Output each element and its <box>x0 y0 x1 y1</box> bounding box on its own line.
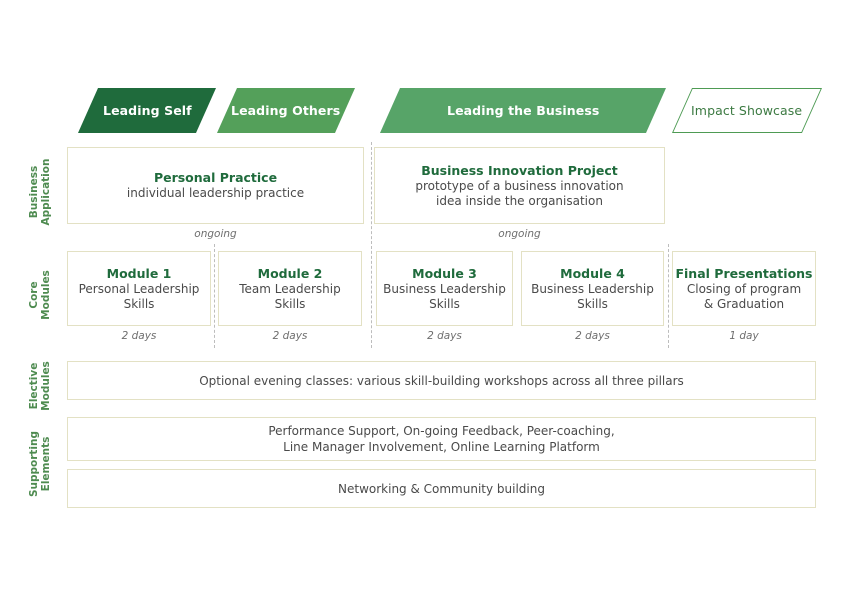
box-subtitle-line1: Personal Leadership <box>78 281 200 296</box>
row-label-line2: Modules <box>40 270 52 320</box>
row-label-line2: Elements <box>40 436 52 492</box>
box-subtitle-line1: Business Leadership <box>531 281 654 296</box>
box-title: Module 4 <box>560 265 625 281</box>
row-label-line1: Core <box>28 281 40 309</box>
caption-duration-module-4: 2 days <box>575 330 610 342</box>
core-module-2[interactable]: Module 2 Team Leadership Skills <box>218 251 362 326</box>
caption-duration-final-presentations: 1 day <box>729 330 759 342</box>
pillar-banner-leading-self[interactable]: Leading Self <box>77 88 217 133</box>
pillar-label: Leading Self <box>102 103 192 118</box>
box-subtitle-line2: Skills <box>429 297 460 311</box>
row-label-line2: Application <box>40 158 52 226</box>
box-subtitle: individual leadership practice <box>126 186 305 201</box>
box-title: Module 1 <box>106 265 172 281</box>
business-application-personal-practice[interactable]: Personal Practice individual leadership … <box>67 147 364 224</box>
supporting-elements-box-2[interactable]: Networking & Community building <box>67 469 816 508</box>
box-subtitle-line2: Skills <box>577 297 608 311</box>
box-subtitle-line2: idea inside the organisation <box>436 194 603 208</box>
box-subtitle-line1: prototype of a business innovation <box>415 178 624 193</box>
business-application-innovation-project[interactable]: Business Innovation Project prototype of… <box>374 147 665 224</box>
box-subtitle-line1: Business Leadership <box>383 281 506 296</box>
divider-others-business <box>371 142 372 348</box>
pillar-label: Leading Others <box>231 103 341 118</box>
core-module-3[interactable]: Module 3 Business Leadership Skills <box>376 251 513 326</box>
core-module-4[interactable]: Module 4 Business Leadership Skills <box>521 251 664 326</box>
box-text-line1: Performance Support, On-going Feedback, … <box>268 424 615 438</box>
caption-ongoing-innovation-project: ongoing <box>498 228 541 240</box>
box-subtitle-line1: Team Leadership <box>239 281 341 296</box>
box-text-line2: Line Manager Involvement, Online Learnin… <box>283 440 600 454</box>
pillar-label: Impact Showcase <box>691 103 803 118</box>
row-label-line1: Supporting <box>28 430 40 498</box>
row-label-line2: Modules <box>40 361 52 411</box>
box-subtitle-line2: & Graduation <box>703 297 785 311</box>
pillar-banner-leading-the-business[interactable]: Leading the Business <box>379 88 667 133</box>
box-subtitle-line1: Closing of program <box>686 281 802 296</box>
divider-business-showcase <box>668 244 669 348</box>
box-subtitle-line2: Skills <box>274 297 306 311</box>
row-label-elective-modules: Elective Modules <box>28 341 52 431</box>
box-title: Personal Practice <box>153 170 278 186</box>
pillar-label: Leading the Business <box>446 103 600 118</box>
core-module-1[interactable]: Module 1 Personal Leadership Skills <box>67 251 211 326</box>
row-label-line1: Business <box>28 165 40 219</box>
supporting-elements-box-1[interactable]: Performance Support, On-going Feedback, … <box>67 417 816 461</box>
box-title: Module 2 <box>257 265 323 281</box>
pillar-banner-leading-others[interactable]: Leading Others <box>216 88 356 133</box>
pillar-banner-impact-showcase[interactable]: Impact Showcase <box>671 88 823 133</box>
caption-duration-module-2: 2 days <box>272 330 308 342</box>
divider-leading-self-others <box>214 244 215 348</box>
row-label-business-application: Business Application <box>28 147 52 237</box>
box-title: Module 3 <box>412 265 477 281</box>
box-title: Business Innovation Project <box>421 162 618 178</box>
box-subtitle-line2: Skills <box>123 297 155 311</box>
row-label-supporting-elements: Supporting Elements <box>28 419 52 509</box>
caption-duration-module-3: 2 days <box>427 330 462 342</box>
box-text: Optional evening classes: various skill-… <box>199 373 684 388</box>
row-label-line1: Elective <box>28 362 40 410</box>
caption-ongoing-personal-practice: ongoing <box>194 228 237 240</box>
box-text-line1: Networking & Community building <box>338 481 545 496</box>
row-label-core-modules: Core Modules <box>28 250 52 340</box>
box-title: Final Presentations <box>675 265 813 281</box>
elective-modules-box[interactable]: Optional evening classes: various skill-… <box>67 361 816 400</box>
core-module-final-presentations[interactable]: Final Presentations Closing of program &… <box>672 251 816 326</box>
caption-duration-module-1: 2 days <box>121 330 157 342</box>
